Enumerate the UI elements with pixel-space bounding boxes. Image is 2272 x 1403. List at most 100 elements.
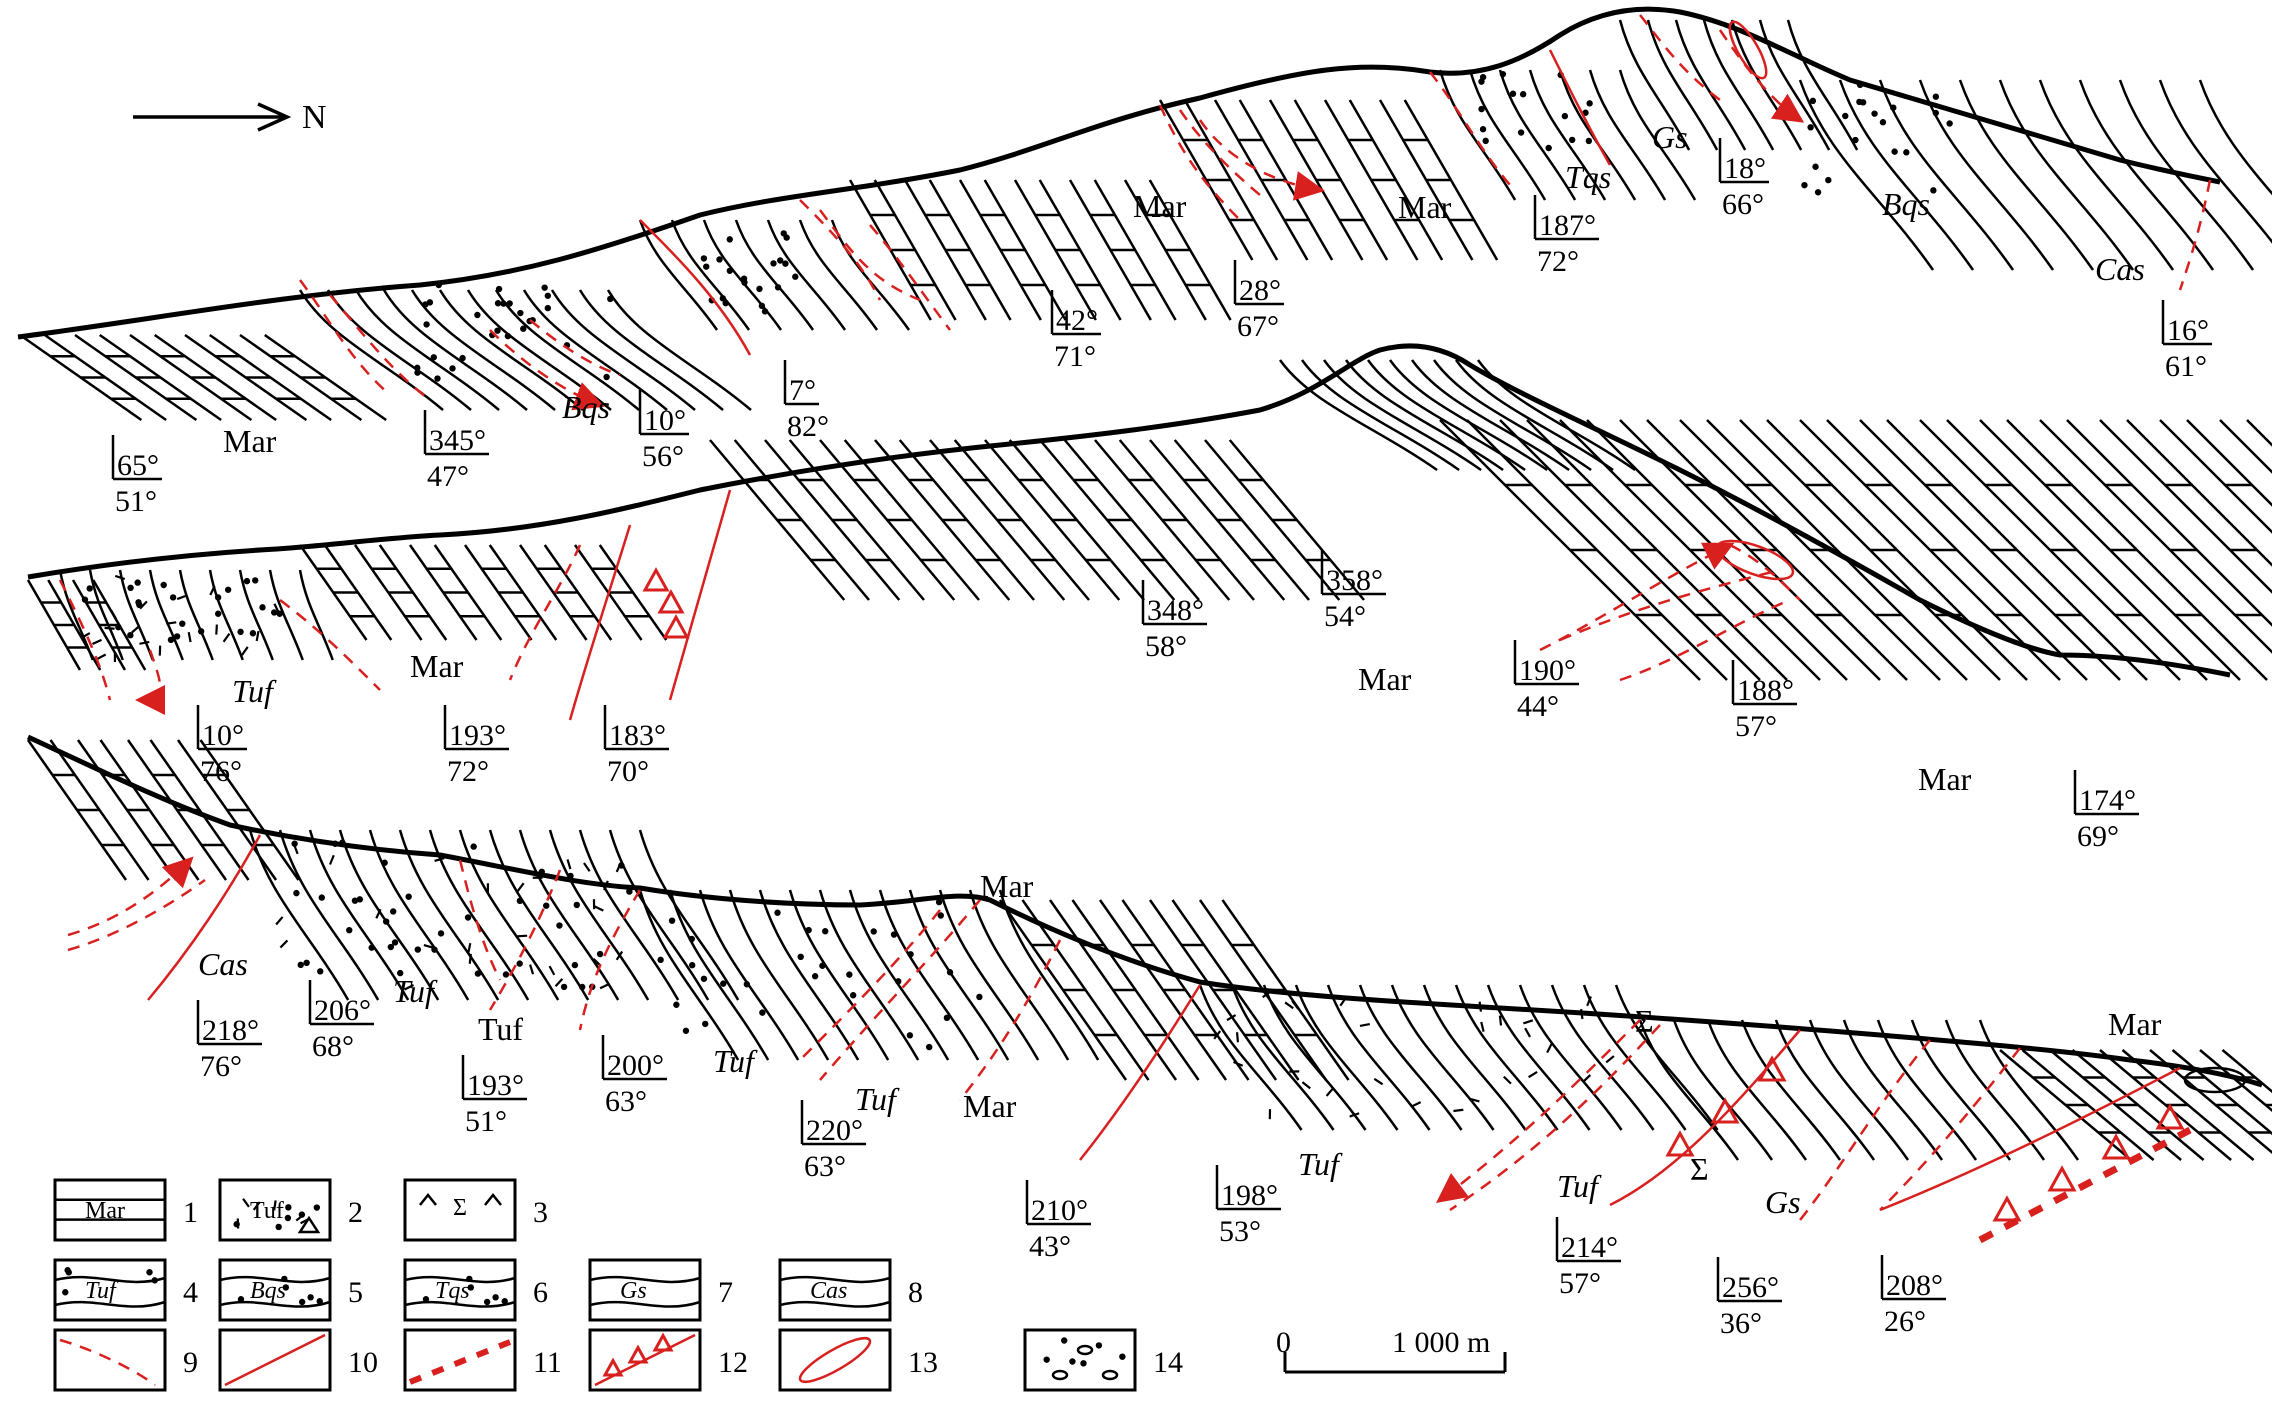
sand-dot [702,1020,709,1028]
sand-dot [849,992,857,999]
legend-swatch-text: Mar [85,1198,125,1224]
sand-dot [722,299,729,307]
attitude-symbol: 7°82° [783,360,829,443]
bedding-line [88,569,124,661]
marble-bed [819,439,956,601]
sand-dot [356,896,364,903]
marble-bed [2159,419,2272,534]
bedding-line [1454,359,1614,472]
sand-dot [541,284,548,291]
tuff-tick [599,982,610,990]
attitude-dip: 53° [1219,1215,1261,1248]
bedding-line [848,889,950,1061]
sand-dot [567,872,574,880]
sand-dot [657,956,664,964]
tuff-tick [329,854,335,865]
sand-dot [571,961,579,969]
tuff-tick [1605,1055,1615,1064]
attitude-symbol: 28°67° [1233,260,1284,343]
sand-dot [516,897,524,905]
rock-label: Gs [1652,119,1688,155]
sand-dot [494,327,501,334]
bedding-line [522,289,668,411]
sand-dot [281,1275,288,1283]
sand-dot [459,354,466,362]
bedding-line [1842,1019,1944,1161]
breccia-triangle [627,1344,649,1364]
north-arrow-label: N [302,99,327,136]
bedding-line [1230,984,1335,1131]
tuff-tick [1480,1021,1485,1032]
bedding-line [1198,984,1303,1131]
scale-bar: 0 1 000 m [1276,1326,1507,1374]
sand-dot [1859,99,1867,106]
sand-dot [1517,129,1525,136]
attitude-symbol: 187°72° [1533,195,1599,278]
bedding-line [354,289,500,411]
sand-dot [297,961,304,969]
tuff-tick [273,603,280,614]
bedding-line [1808,1019,1910,1161]
sand-dot [259,604,266,611]
bedding-line [1558,69,1637,201]
attitude-strike: 193° [449,719,506,752]
attitude-dip: 54° [1324,600,1366,633]
bedding-line [728,889,830,1061]
sand-dot [284,1214,292,1222]
attitude-symbol: 193°72° [443,705,509,788]
bedding-line [1582,984,1687,1131]
bedding-line [326,289,472,411]
attitude-symbol: 188°57° [1731,660,1797,743]
legend-swatch-text: Tqs [435,1278,470,1304]
sand-dot [782,260,789,267]
tuff-tick [275,916,284,926]
marble-bed [873,179,957,321]
attitude-symbol: 42°71° [1050,290,1101,373]
sand-dot [405,893,412,900]
sand-dot [318,894,326,901]
rock-label: Tuf [713,1043,758,1079]
sand-dot [391,939,399,946]
tuff-tick [1411,1101,1422,1108]
sand-dot [1043,1356,1050,1363]
bedding-line [1998,79,2135,271]
legend-number: 14 [1153,1346,1183,1379]
sand-dot [115,623,122,631]
tuff-tick [96,653,107,661]
sand-dot [317,968,324,975]
sand-dot [1095,1342,1103,1349]
tuff-tick [1301,1081,1311,1090]
legend-swatch [403,1258,517,1322]
sand-dot [466,1275,473,1283]
sand-dot [423,321,430,328]
attitude-strike: 200° [607,1049,664,1082]
marble-bed [2219,419,2272,474]
tuff-tick [1284,1001,1294,1010]
bedding-line [638,219,719,331]
sand-dot [520,325,527,332]
bedding-line [1618,69,1697,201]
bedding-line [2198,79,2272,196]
tuff-tick [1325,1087,1334,1097]
tuff-tick [131,625,141,634]
tuff-tick [1586,996,1592,1007]
attitude-dip: 67° [1237,310,1279,343]
rock-label: Mar [410,648,464,684]
rock-label: Tuf [232,673,277,709]
attitude-strike: 358° [1326,564,1383,597]
bedding-line [1326,984,1431,1131]
profile-2-topography [27,343,2231,678]
attitude-dip: 68° [312,1030,354,1063]
tuff-tick [554,978,564,987]
tuff-tick [293,844,299,855]
tuff-tick [467,942,472,954]
bedding-line [766,219,847,331]
legend-swatch [588,1258,702,1322]
bedding-line [938,889,1040,1061]
sand-dot [777,257,784,264]
bedding-line [1646,19,1719,151]
sand-dot [252,577,259,584]
